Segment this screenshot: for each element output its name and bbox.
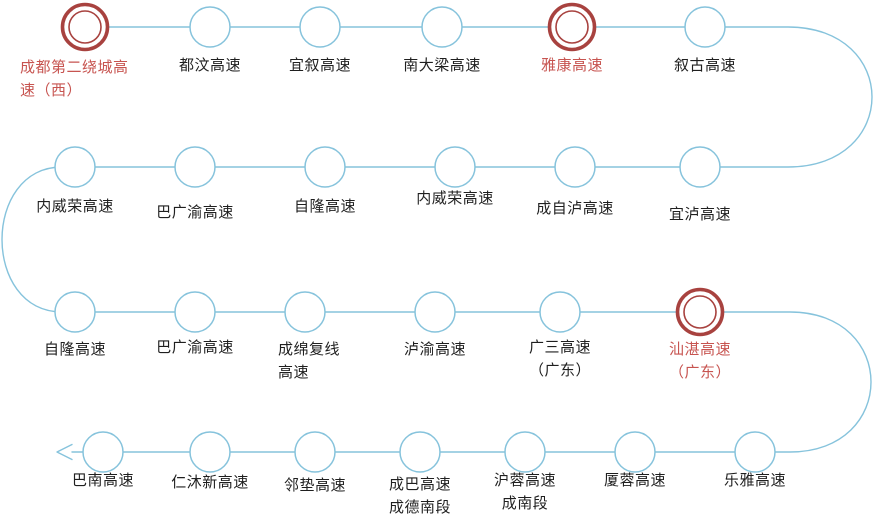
node-label: 邻垫高速	[283, 478, 346, 494]
node-label: 乐雅高速	[723, 473, 786, 489]
node-circle	[294, 431, 336, 473]
node-label: 自隆高速	[43, 342, 106, 358]
node-label: 宜叙高速	[288, 58, 351, 74]
node-label: 内威荣高速	[416, 191, 494, 207]
node-circle	[189, 6, 231, 48]
node-circle	[414, 291, 456, 333]
node-label: 内威荣高速	[36, 199, 114, 215]
node-circle	[304, 146, 346, 188]
node-circle	[399, 431, 441, 473]
node-label: 巴南高速	[71, 473, 134, 489]
route-end-arrow-icon	[56, 443, 73, 461]
node-label: 成绵复线 高速	[278, 342, 341, 381]
node-circle	[174, 146, 216, 188]
node-label: 成巴高速 成德南段	[388, 477, 451, 516]
node-circle	[614, 431, 656, 473]
node-circle	[174, 291, 216, 333]
node-circle	[734, 431, 776, 473]
node-circle	[54, 146, 96, 188]
node-circle	[684, 6, 726, 48]
node-circle	[504, 431, 546, 473]
row-3-nodes	[54, 287, 725, 337]
node-label: 成都第二绕城高 速（西）	[20, 60, 129, 99]
node-circle	[82, 431, 124, 473]
node-label: 巴广渝高速	[156, 340, 234, 356]
node-label: 仁沐新高速	[171, 475, 249, 491]
node-circle	[554, 146, 596, 188]
node-label: 叙古高速	[673, 58, 736, 74]
node-label: 泸渝高速	[403, 342, 466, 358]
row-4-nodes	[82, 431, 776, 473]
node-label: 成自泸高速	[536, 201, 614, 217]
highlight-node-inner-ring	[68, 10, 102, 44]
node-circle	[189, 431, 231, 473]
node-label: 广三高速 （广东）	[528, 340, 591, 379]
node-circle	[539, 291, 581, 333]
node-label: 雅康高速	[540, 58, 603, 74]
node-label: 厦蓉高速	[603, 473, 666, 489]
highlight-node-inner-ring	[683, 295, 717, 329]
node-label: 都汶高速	[178, 58, 241, 74]
route-path	[1, 26, 873, 453]
node-label: 南大梁高速	[403, 58, 481, 74]
node-label: 沪蓉高速 成南段	[493, 473, 556, 512]
node-circle	[421, 6, 463, 48]
row-2-nodes	[54, 146, 721, 188]
node-label: 自隆高速	[293, 199, 356, 215]
node-label: 宜泸高速	[668, 207, 731, 223]
node-circle	[434, 146, 476, 188]
row-1-nodes	[60, 2, 726, 52]
node-label: 巴广渝高速	[156, 205, 234, 221]
node-circle	[679, 146, 721, 188]
node-circle	[299, 6, 341, 48]
node-circle	[284, 291, 326, 333]
highlight-node-inner-ring	[555, 10, 589, 44]
node-circle	[54, 291, 96, 333]
node-label: 汕湛高速 （广东）	[668, 342, 731, 381]
